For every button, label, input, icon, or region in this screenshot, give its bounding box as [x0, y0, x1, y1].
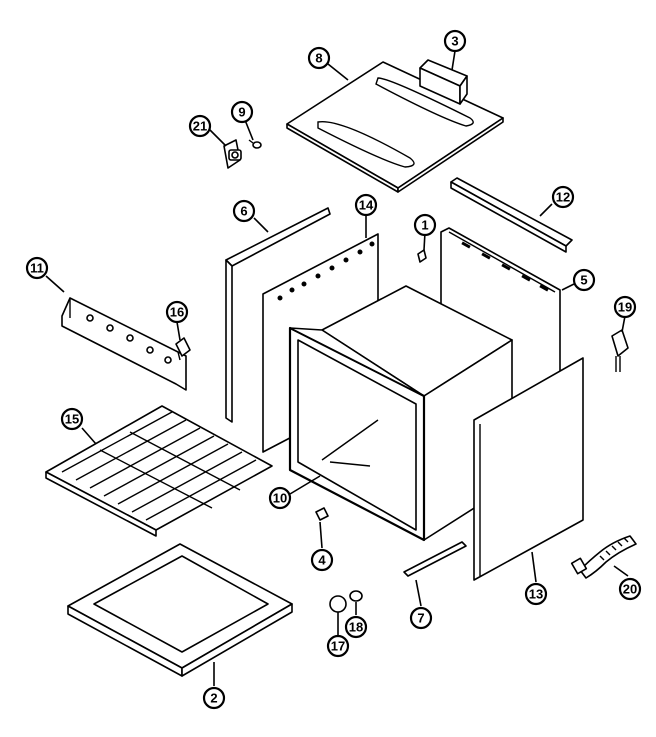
svg-text:14: 14 [359, 198, 374, 213]
bottom-panel [67, 543, 293, 677]
callout-14: 14 [354, 193, 378, 217]
strip-7 [403, 541, 467, 577]
callout-13: 13 [524, 582, 548, 606]
top-rail [450, 177, 573, 253]
svg-text:12: 12 [556, 190, 570, 205]
callout-19: 19 [613, 295, 637, 319]
switch-21 [223, 139, 242, 169]
callout-7: 7 [409, 606, 433, 630]
svg-text:9: 9 [238, 105, 245, 120]
callout-4: 4 [310, 548, 334, 572]
clip-16 [175, 337, 191, 361]
svg-text:18: 18 [349, 620, 363, 635]
callout-16: 16 [165, 300, 189, 324]
right-outer-panel [473, 357, 584, 581]
top-panel [286, 61, 504, 193]
callout-2: 2 [202, 686, 226, 710]
light-bulb [329, 590, 363, 613]
svg-text:19: 19 [618, 300, 632, 315]
screw-9 [248, 139, 262, 149]
callout-20: 20 [618, 577, 642, 601]
svg-text:5: 5 [580, 273, 587, 288]
left-trim-strip [225, 207, 331, 423]
svg-text:8: 8 [315, 51, 322, 66]
wire-harness [570, 535, 637, 579]
callout-21: 21 [188, 114, 212, 138]
svg-text:1: 1 [421, 218, 428, 233]
callout-10-cavity: 10 [268, 486, 292, 510]
callout-8: 8 [307, 46, 331, 70]
svg-text:4: 4 [318, 553, 326, 568]
switch-19 [611, 329, 629, 372]
svg-text:17: 17 [331, 639, 345, 654]
callout-17: 17 [326, 634, 350, 658]
top-bracket [419, 59, 468, 105]
callout-5: 5 [572, 268, 596, 292]
callout-9: 9 [230, 100, 254, 124]
callout-6: 6 [232, 199, 256, 223]
callout-18: 18 [344, 615, 368, 639]
callout-11: 11 [25, 256, 49, 280]
svg-text:16: 16 [170, 305, 184, 320]
side-bracket-11 [61, 297, 187, 391]
svg-text:10: 10 [273, 491, 287, 506]
svg-text:15: 15 [65, 412, 79, 427]
svg-text:7: 7 [417, 611, 424, 626]
clip-1 [417, 249, 427, 263]
leader-lines [45, 50, 629, 686]
callout-12: 12 [551, 185, 575, 209]
svg-text:6: 6 [240, 204, 247, 219]
svg-text:13: 13 [529, 587, 543, 602]
callout-15: 15 [60, 407, 84, 431]
callout-3: 3 [443, 29, 467, 53]
oven-rack [45, 405, 273, 537]
callout-1: 1 [413, 213, 437, 237]
svg-text:11: 11 [30, 261, 44, 276]
svg-text:3: 3 [451, 34, 458, 49]
screw-4 [315, 507, 329, 521]
svg-text:21: 21 [193, 119, 207, 134]
svg-text:2: 2 [210, 691, 217, 706]
svg-text:20: 20 [623, 582, 637, 597]
